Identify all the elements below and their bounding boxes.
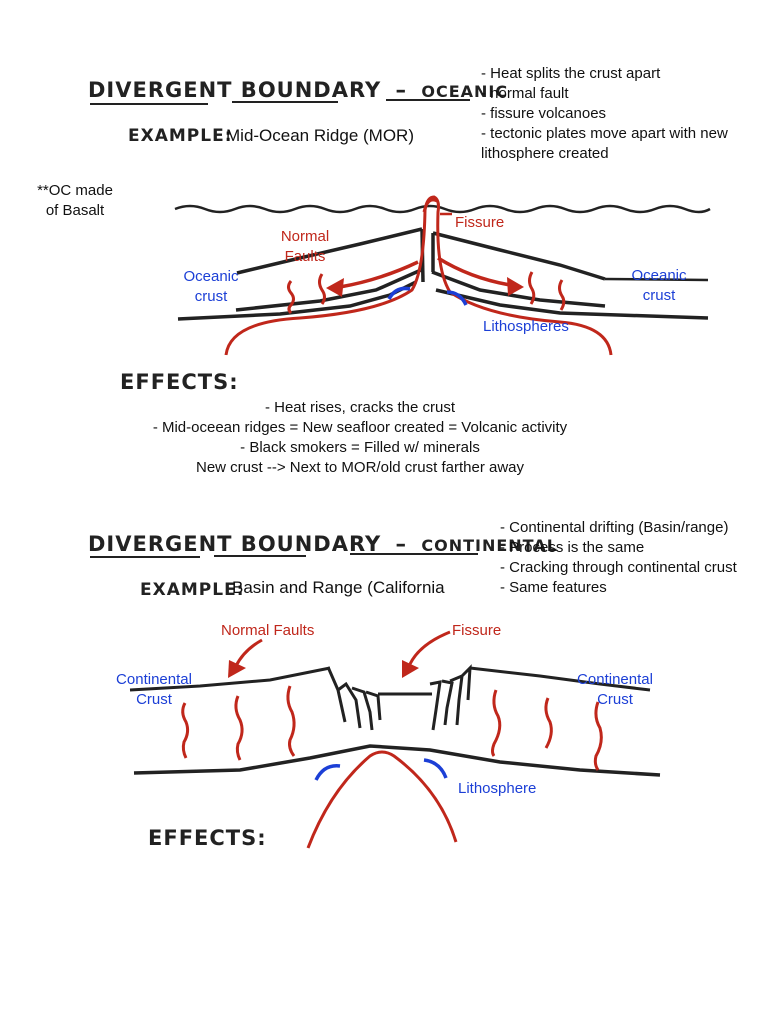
magma-plume: [224, 195, 613, 356]
oceanic-crust-right-label: Oceanic crust: [620, 266, 698, 306]
continental-example-label: EXAMPLE:: [140, 580, 245, 600]
continental-crust-label-line: Continental: [116, 671, 192, 688]
oceanic-crust-left-label: Oceanic crust: [172, 267, 250, 307]
continental-fault-squiggle: [286, 685, 296, 757]
sea-surface-line: [174, 204, 711, 214]
continental-crust-label-line: Crust: [136, 691, 172, 708]
oceanic-title-underline-2: [232, 101, 338, 103]
fissure-arrowhead: [402, 660, 419, 678]
effect-item: - Mid-oceean ridges = New seafloor creat…: [152, 419, 568, 436]
oceanic-note: - Heat splits the crust apart: [481, 65, 661, 82]
continental-fault-squiggle: [491, 689, 502, 757]
normal-faults-arrowhead: [228, 660, 246, 678]
effect-item: - Heat rises, cracks the crust: [264, 399, 456, 416]
effect-item: New crust --> Next to MOR/old crust fart…: [195, 459, 524, 476]
right-plate-bottom: [435, 288, 709, 320]
normal-fault-squiggle: [558, 279, 566, 311]
normal-faults-label-line: Normal: [280, 228, 330, 245]
right-spread-arrowhead: [507, 277, 524, 296]
continental-crust-label-line: Continental: [577, 671, 653, 688]
oceanic-note: - normal fault: [481, 85, 569, 102]
oceanic-notes: - Heat splits the crust apart - normal f…: [481, 64, 728, 164]
side-note-line: of Basalt: [45, 202, 105, 219]
continental-title-underline-1: [90, 556, 200, 558]
oceanic-title-underline-3: [386, 99, 470, 101]
normal-fault-squiggle: [528, 271, 536, 305]
continental-title: DIVERGENT BOUNDARY – CONTINENTAL: [88, 532, 558, 556]
oceanic-note: lithosphere created: [481, 145, 609, 162]
oceanic-note: - fissure volcanoes: [481, 105, 607, 122]
side-note-line: **OC made: [37, 182, 113, 199]
continental-lithosphere-arc-right: [423, 758, 448, 779]
continental-title-underline-2: [214, 555, 306, 557]
oceanic-title-underline-1: [90, 103, 208, 105]
fault-blocks-left: [326, 666, 382, 731]
fissure-label: Fissure: [455, 214, 505, 231]
continental-effects-label: EFFECTS:: [148, 826, 267, 850]
continental-lithosphere-arc-left: [314, 764, 341, 781]
normal-fault-squiggle: [287, 280, 295, 315]
continental-magma-dome: [306, 750, 458, 849]
oceanic-effects-list: - Heat rises, cracks the crust - Mid-oce…: [60, 398, 660, 478]
continental-surface-right: [469, 666, 651, 692]
fissure-arrow: [408, 630, 451, 665]
basalt-side-note: **OC made of Basalt: [20, 181, 130, 221]
continental-example-text: Basin and Range (California: [232, 578, 445, 597]
oceanic-effects-label: EFFECTS:: [120, 370, 239, 394]
right-plate-top: [432, 231, 606, 281]
continental-surface-left: [129, 666, 331, 692]
magma-loop: [422, 198, 438, 213]
continental-lithosphere-label: Lithosphere: [458, 780, 537, 797]
continental-fault-squiggle: [234, 695, 244, 761]
normal-faults-label-line: Faults: [284, 248, 326, 265]
fault-blocks-right: [429, 664, 472, 731]
oceanic-example-text: Mid-Ocean Ridge (MOR): [226, 126, 414, 145]
left-plate-top: [236, 227, 423, 275]
right-spread-arrow: [437, 256, 511, 287]
right-plate-extension: [604, 277, 709, 282]
continental-notes: - Continental drifting (Basin/range) - P…: [500, 518, 737, 598]
oceanic-example-label: EXAMPLE:: [128, 126, 233, 146]
continental-crust-label-line: Crust: [597, 691, 633, 708]
normal-fault-squiggle: [318, 273, 326, 305]
continental-note: - Process is the same: [500, 539, 645, 556]
left-spread-arrowhead: [326, 278, 344, 297]
continental-fissure-label: Fissure: [452, 622, 502, 639]
lithospheres-label: Lithospheres: [483, 318, 569, 335]
oceanic-title-dash: –: [395, 78, 408, 102]
continental-fault-squiggle: [181, 702, 190, 759]
continental-title-type: CONTINENTAL: [421, 536, 558, 555]
oceanic-title: DIVERGENT BOUNDARY – OCEANIC: [88, 78, 508, 102]
continental-title-underline-3: [350, 553, 478, 555]
crust-label-line: Oceanic: [183, 268, 239, 285]
crust-label-line: crust: [642, 287, 676, 304]
continental-crust-right-label: Continental Crust: [565, 670, 665, 710]
right-plate-mid: [431, 270, 606, 308]
continental-fault-squiggle: [544, 697, 553, 749]
continental-note: - Same features: [500, 579, 607, 596]
effect-item: - Black smokers = Filled w/ minerals: [240, 439, 480, 456]
continental-title-main: DIVERGENT BOUNDARY: [88, 532, 382, 556]
continental-crust-left-label: Continental Crust: [104, 670, 204, 710]
lithosphere-arc-right: [446, 290, 468, 306]
oceanic-title-main: DIVERGENT BOUNDARY: [88, 78, 382, 102]
continental-normal-faults-label: Normal Faults: [221, 622, 315, 639]
left-spread-arrow: [339, 260, 419, 289]
continental-note: - Continental drifting (Basin/range): [500, 519, 729, 536]
continental-note: - Cracking through continental crust: [500, 559, 737, 576]
normal-faults-arrow: [234, 638, 263, 667]
oceanic-title-type: OCEANIC: [421, 82, 509, 101]
crust-label-line: Oceanic: [631, 267, 687, 284]
continental-crust-bottom: [133, 744, 661, 777]
oceanic-note: - tectonic plates move apart with new: [481, 125, 728, 142]
lithosphere-arc-left: [387, 286, 411, 300]
continental-title-dash: –: [395, 532, 408, 556]
continental-fault-squiggle: [593, 701, 603, 771]
crust-label-line: crust: [194, 288, 228, 305]
left-plate-mid: [235, 268, 422, 312]
normal-faults-label: Normal Faults: [270, 227, 340, 267]
